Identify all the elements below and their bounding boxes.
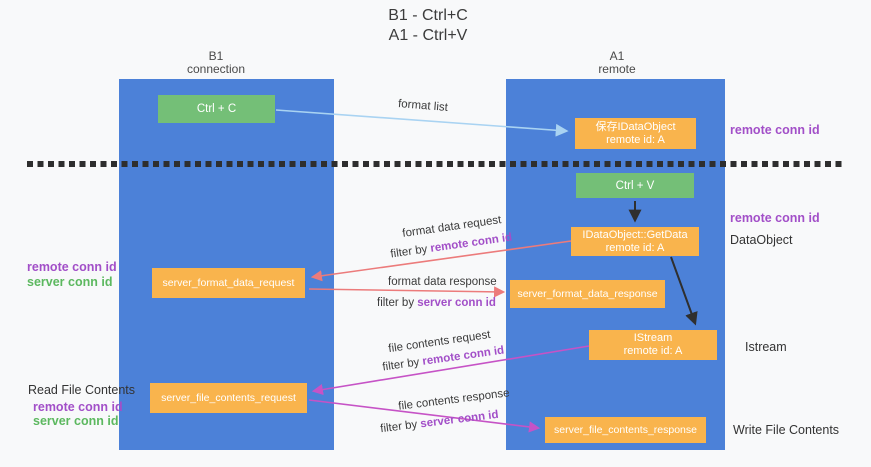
column-header-a1: A1 remote — [547, 50, 687, 76]
node-server-format-data-response: server_format_data_response — [510, 280, 665, 308]
column-a1-name: A1 — [609, 49, 625, 63]
column-header-b1: B1 connection — [146, 50, 286, 76]
label-file-contents-response-filter: filter by server conn id — [380, 409, 499, 435]
node-save-idataobject: 保存IDataObject remote id: A — [575, 118, 696, 149]
annotation-write-file-contents: Write File Contents — [733, 423, 840, 437]
node-server-format-data-response-label: server_format_data_response — [517, 288, 658, 300]
node-ctrl-v: Ctrl + V — [576, 173, 694, 198]
node-ctrl-c: Ctrl + C — [158, 95, 275, 123]
filter-by-text: filter by — [377, 297, 418, 309]
node-idataobject-getdata: IDataObject::GetData remote id: A — [571, 227, 699, 256]
annotation-left-remote-conn-id-mid: remote conn id — [27, 260, 117, 274]
node-save-idataobject-line2: remote id: A — [606, 133, 665, 146]
diagram-title: B1 - Ctrl+C A1 - Ctrl+V — [0, 6, 856, 46]
filter-by-text: filter by — [379, 418, 422, 436]
annotation-istream: Istream — [745, 340, 787, 354]
node-server-format-data-request: server_format_data_request — [152, 268, 305, 298]
node-server-file-contents-response-label: server_file_contents_response — [553, 424, 697, 436]
node-server-format-data-request-label: server_format_data_request — [162, 277, 295, 289]
node-save-idataobject-line1: 保存IDataObject — [595, 120, 676, 133]
node-istream-line1: IStream — [633, 332, 673, 344]
node-server-file-contents-request-label: server_file_contents_request — [161, 392, 296, 404]
annotation-remote-conn-id-mid: remote conn id — [730, 211, 820, 225]
node-server-file-contents-request: server_file_contents_request — [150, 383, 307, 413]
annotation-left-server-conn-id-bottom: server conn id — [33, 414, 119, 428]
node-server-file-contents-response: server_file_contents_response — [545, 417, 706, 443]
label-format-data-response: format data response — [388, 276, 497, 288]
node-getdata-line2: remote id: A — [605, 241, 665, 254]
filter-id-server-conn: server conn id — [417, 297, 496, 309]
column-a1-role: remote — [598, 62, 636, 76]
title-line-b1: B1 - Ctrl+C — [388, 7, 468, 24]
annotation-read-file-contents: Read File Contents — [28, 383, 136, 397]
column-b1-name: B1 — [208, 49, 224, 63]
filter-by-text: filter by — [389, 242, 432, 261]
format-data-response-arrow — [308, 286, 506, 298]
annotation-remote-conn-id-top: remote conn id — [730, 123, 820, 137]
node-ctrl-v-label: Ctrl + V — [615, 179, 655, 192]
annotation-dataobject: DataObject — [730, 233, 793, 247]
column-b1-role: connection — [186, 62, 246, 76]
annotation-left-server-conn-id-mid: server conn id — [27, 275, 113, 289]
annotation-left-remote-conn-id-bottom: remote conn id — [33, 400, 123, 414]
filter-id-server-conn: server conn id — [419, 408, 500, 431]
node-ctrl-c-label: Ctrl + C — [196, 103, 237, 115]
node-getdata-line1: IDataObject::GetData — [582, 228, 688, 241]
title-line-a1: A1 - Ctrl+V — [388, 27, 468, 44]
node-istream: IStream remote id: A — [589, 330, 717, 360]
filter-by-text: filter by — [381, 355, 424, 374]
node-istream-line2: remote id: A — [623, 345, 683, 357]
label-format-list: format list — [397, 98, 449, 114]
label-format-data-response-filter: filter by server conn id — [377, 297, 496, 309]
filter-id-remote-conn: remote conn id — [429, 231, 513, 255]
